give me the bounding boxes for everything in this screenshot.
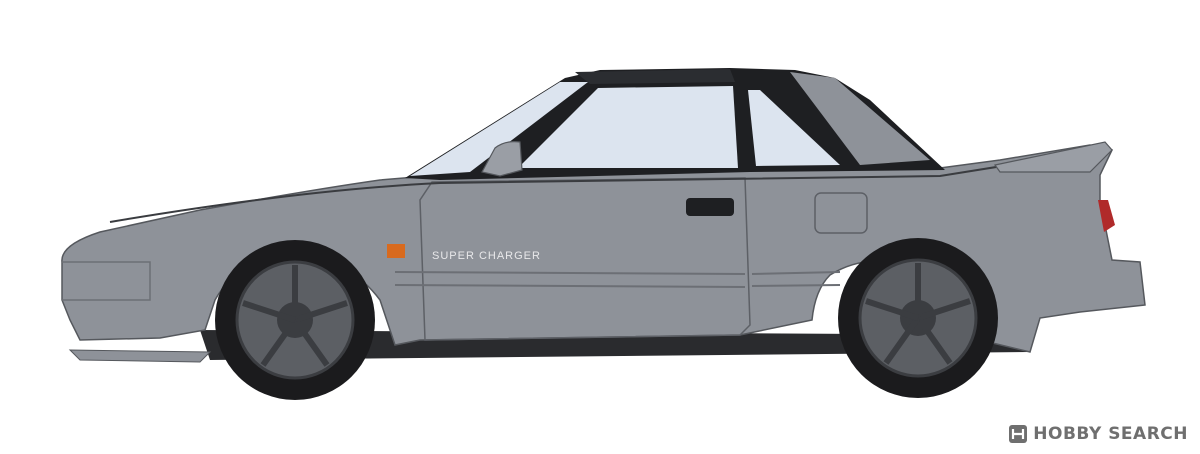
hobby-search-logo-icon	[1009, 425, 1028, 443]
front-lip	[68, 349, 212, 363]
side-window	[518, 86, 738, 168]
super-charger-decal: SUPER CHARGER	[432, 250, 541, 262]
side-mirror	[481, 141, 523, 177]
windshield	[410, 82, 588, 176]
side-marker	[387, 244, 405, 258]
quarter-window	[748, 90, 840, 166]
tail-light	[1098, 200, 1115, 232]
roof-panel	[575, 69, 735, 84]
watermark-text: HOBBY SEARCH	[1033, 424, 1188, 444]
targa-rear	[790, 72, 930, 165]
rear-spoiler	[993, 141, 1113, 173]
beltline	[109, 151, 1091, 223]
front-wheel	[215, 240, 375, 400]
side-trim	[394, 271, 841, 288]
watermark: HOBBY SEARCH	[1009, 424, 1188, 444]
door-handle	[686, 198, 734, 216]
front-bumper	[62, 261, 151, 301]
rear-wheel	[838, 238, 998, 398]
fuel-door	[814, 192, 868, 234]
